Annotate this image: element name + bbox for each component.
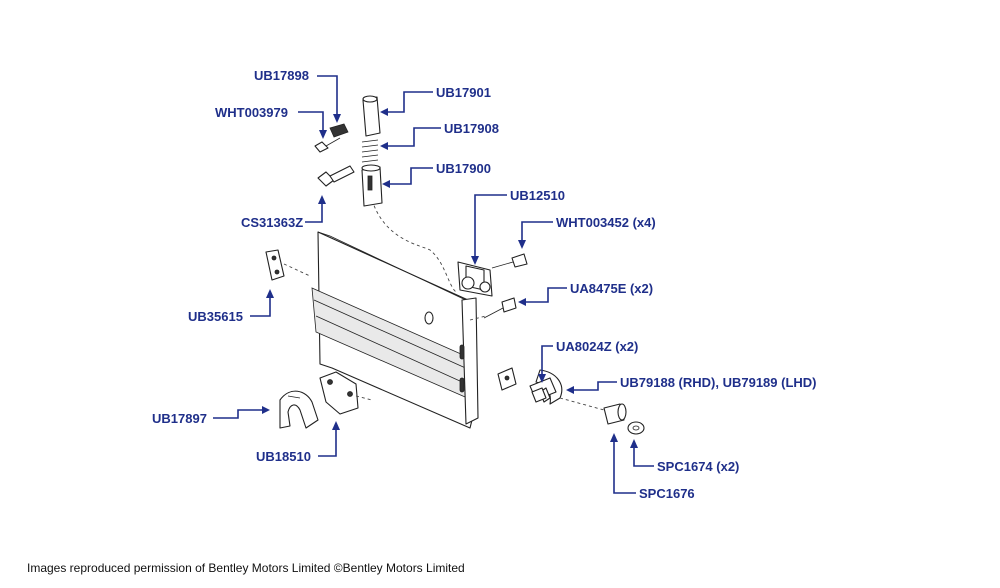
latch-ub12510-drawing (457, 261, 493, 297)
bolt-cs31363z-drawing (317, 165, 355, 187)
parts-illustration (265, 95, 645, 435)
label-wht003452[interactable]: WHT003452 (x4) (556, 215, 656, 230)
label-ub17897[interactable]: UB17897 (152, 411, 207, 426)
hinge-pin-drawing (361, 95, 383, 207)
label-cs31363z[interactable]: CS31363Z (241, 215, 303, 230)
label-ua8475e[interactable]: UA8475E (x2) (570, 281, 653, 296)
screw-ua8475e-drawing (469, 297, 517, 321)
label-ub12510[interactable]: UB12510 (510, 188, 565, 203)
bracket-ub35615-drawing (265, 249, 311, 281)
label-spc1676[interactable]: SPC1676 (639, 486, 695, 501)
screw-ua8024z-drawing (531, 387, 547, 403)
label-ub18510[interactable]: UB18510 (256, 449, 311, 464)
screw-wht003452-drawing (491, 253, 528, 269)
assembly-line (371, 199, 457, 293)
screw-wht003979-drawing (314, 137, 341, 153)
label-ub17898[interactable]: UB17898 (254, 68, 309, 83)
part-labels: UB17898 WHT003979 UB17901 UB17908 UB1790… (152, 68, 817, 501)
label-ub17900[interactable]: UB17900 (436, 161, 491, 176)
copyright-credit: Images reproduced permission of Bentley … (27, 561, 465, 575)
label-ua8024z[interactable]: UA8024Z (x2) (556, 339, 638, 354)
bracket-ub18510-drawing (319, 371, 373, 415)
label-ub17901[interactable]: UB17901 (436, 85, 491, 100)
clip-drawing (329, 123, 349, 138)
striker-ub79188-drawing (497, 367, 563, 405)
bush-spc1676-drawing (559, 397, 627, 425)
label-wht003979[interactable]: WHT003979 (215, 105, 288, 120)
label-ub17908[interactable]: UB17908 (444, 121, 499, 136)
handle-ub17897-drawing (279, 390, 319, 429)
leaders (213, 75, 654, 494)
label-spc1674[interactable]: SPC1674 (x2) (657, 459, 739, 474)
washer-spc1674-drawing (627, 421, 645, 435)
label-ub79188[interactable]: UB79188 (RHD), UB79189 (LHD) (620, 375, 817, 390)
label-ub35615[interactable]: UB35615 (188, 309, 243, 324)
panel-drawing (311, 231, 479, 429)
